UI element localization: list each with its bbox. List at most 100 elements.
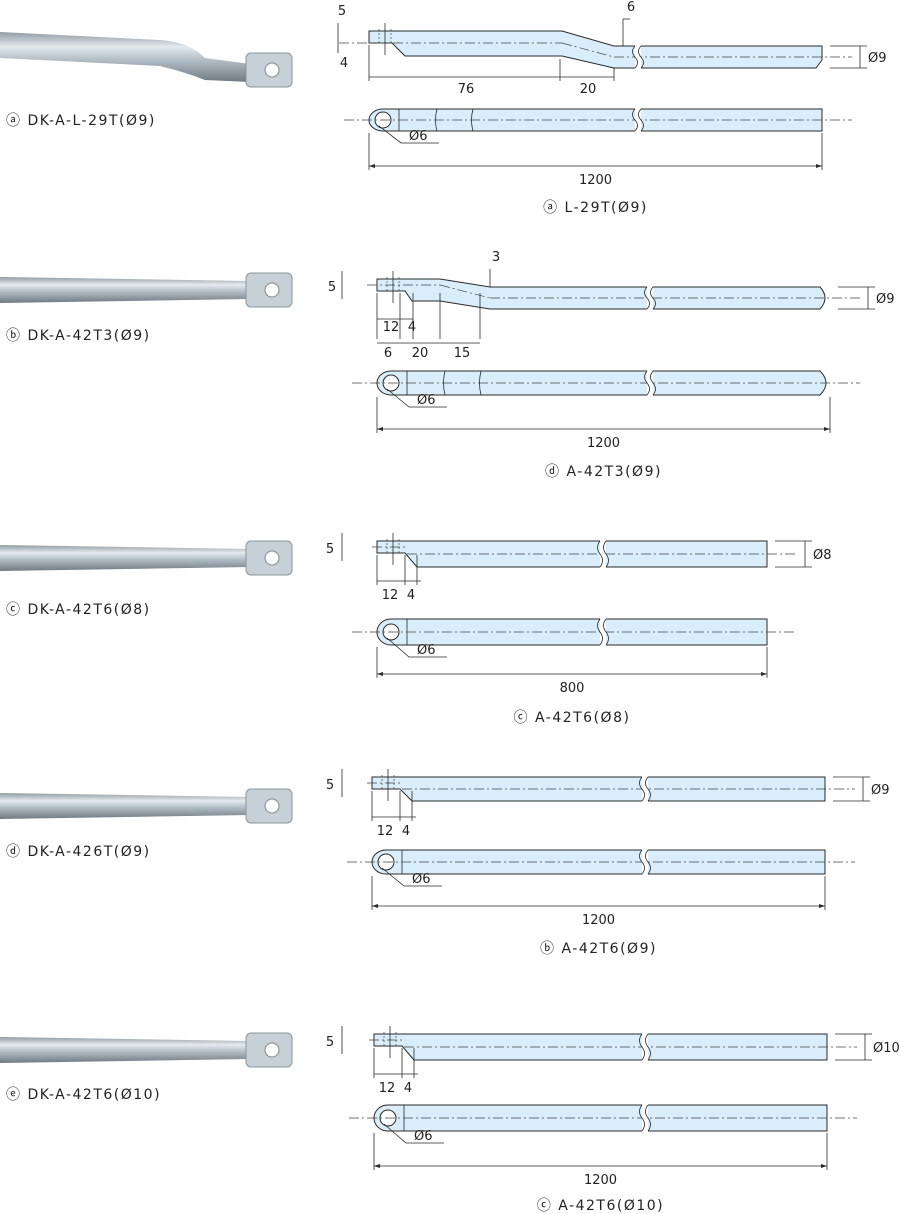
break-gap [600, 618, 606, 646]
dim-taper: 4 [404, 1081, 412, 1096]
photo-label: ⓓ DK-A-426T(Ø9) [6, 844, 151, 860]
leader-line [381, 867, 442, 887]
dim-length: 1200 [582, 913, 615, 928]
rod-side-outline [368, 30, 823, 69]
break-mark [597, 618, 609, 646]
plan-view [349, 1104, 857, 1170]
dim-offset-b: 6 [627, 0, 635, 15]
dim-tab-thickness: 5 [326, 542, 334, 557]
product-photo [0, 272, 293, 308]
dim-tab-thickness: 5 [326, 1035, 334, 1050]
dim-hole: Ø6 [409, 129, 428, 144]
break-mark [639, 1033, 651, 1061]
dim-offset: 4 [340, 56, 348, 71]
break-mark [632, 108, 644, 132]
photo-label: ⓒ DK-A-42T6(Ø8) [6, 602, 151, 618]
break-gap [642, 1104, 648, 1132]
dim-straight: 20 [412, 346, 429, 361]
break-mark [639, 1104, 651, 1132]
drawing-caption: ⓑ A-42T6(Ø9) [540, 941, 657, 957]
dim-taper: 4 [402, 824, 410, 839]
rod-body [0, 32, 250, 82]
break-mark [639, 776, 651, 802]
break-mark [644, 286, 656, 310]
dim-diameter: Ø10 [873, 1041, 900, 1056]
drawing-caption: ⓓ A-42T3(Ø9) [545, 464, 662, 480]
dim-diameter: Ø8 [813, 548, 832, 563]
eye-hole [264, 1042, 280, 1058]
leader-line [386, 388, 447, 408]
break-gap [635, 45, 641, 69]
rod-body [0, 277, 250, 303]
plan-view [352, 370, 860, 433]
dim-offset-b: 3 [492, 250, 500, 265]
break-mark [632, 45, 644, 69]
dim-hole: Ø6 [417, 393, 436, 408]
rod-plan-outline [376, 370, 827, 396]
photo-label: ⓑ DK-A-42T3(Ø9) [6, 328, 151, 344]
break-mark [639, 849, 651, 875]
dim-length: 800 [560, 681, 585, 696]
plan-view [347, 849, 855, 910]
dim-tab-length: 12 [377, 824, 394, 839]
side-view [337, 18, 867, 81]
dim-diameter: Ø9 [871, 783, 890, 798]
break-gap [647, 370, 653, 396]
leader-line [386, 637, 447, 658]
drawing-caption: ⓐ L-29T(Ø9) [543, 200, 648, 216]
side-view [341, 533, 812, 585]
product-photo [0, 540, 293, 576]
dim-length: 1200 [579, 173, 612, 188]
centerline [561, 42, 615, 58]
plan-view [344, 108, 852, 170]
rod-body [0, 793, 250, 819]
product-photo [0, 788, 293, 824]
rod-plan-outline [368, 108, 823, 132]
dim-diameter: Ø9 [868, 51, 887, 66]
side-view [341, 269, 875, 344]
rod-body [0, 545, 250, 571]
dim-tab-thickness: 5 [326, 778, 334, 793]
eye-hole [264, 282, 280, 298]
break-gap [647, 286, 653, 310]
side-view [341, 1026, 872, 1078]
leader-line [378, 125, 439, 144]
drawing-caption: ⓒ A-42T6(Ø10) [537, 1198, 664, 1214]
break-mark [597, 540, 609, 568]
dim-bend: 20 [580, 82, 597, 97]
rod-side-outline [376, 278, 826, 310]
dim-tab-thickness: 5 [328, 280, 336, 295]
rod-plan-outline [371, 849, 826, 875]
dim-taper: 4 [408, 320, 416, 335]
dim-diameter: Ø9 [876, 292, 895, 307]
eye-hole [264, 550, 280, 566]
product-photo [0, 32, 293, 88]
dim-taper: 4 [407, 588, 415, 603]
dim-end: 6 [384, 346, 392, 361]
dim-tab-length: 12 [379, 1081, 396, 1096]
break-gap [600, 540, 606, 568]
dim-tab-length: 12 [383, 320, 400, 335]
drawing-caption: ⓒ A-42T6(Ø8) [514, 710, 631, 726]
break-gap [642, 1033, 648, 1061]
dim-bend: 15 [454, 346, 471, 361]
dim-straight: 76 [458, 82, 475, 97]
dim-hole: Ø6 [417, 643, 436, 658]
dim-hole: Ø6 [412, 872, 431, 887]
dim-length: 1200 [584, 1173, 617, 1188]
leader-line [383, 1123, 444, 1144]
rod-plan-outline [373, 1104, 828, 1132]
break-gap [642, 849, 648, 875]
break-gap [635, 108, 641, 132]
dim-tab-thickness: 5 [338, 4, 346, 19]
rod-body [0, 1037, 250, 1063]
eye-hole [264, 798, 280, 814]
break-gap [642, 776, 648, 802]
eye-hole [264, 62, 280, 78]
photo-label: ⓔ DK-A-42T6(Ø10) [6, 1087, 161, 1103]
